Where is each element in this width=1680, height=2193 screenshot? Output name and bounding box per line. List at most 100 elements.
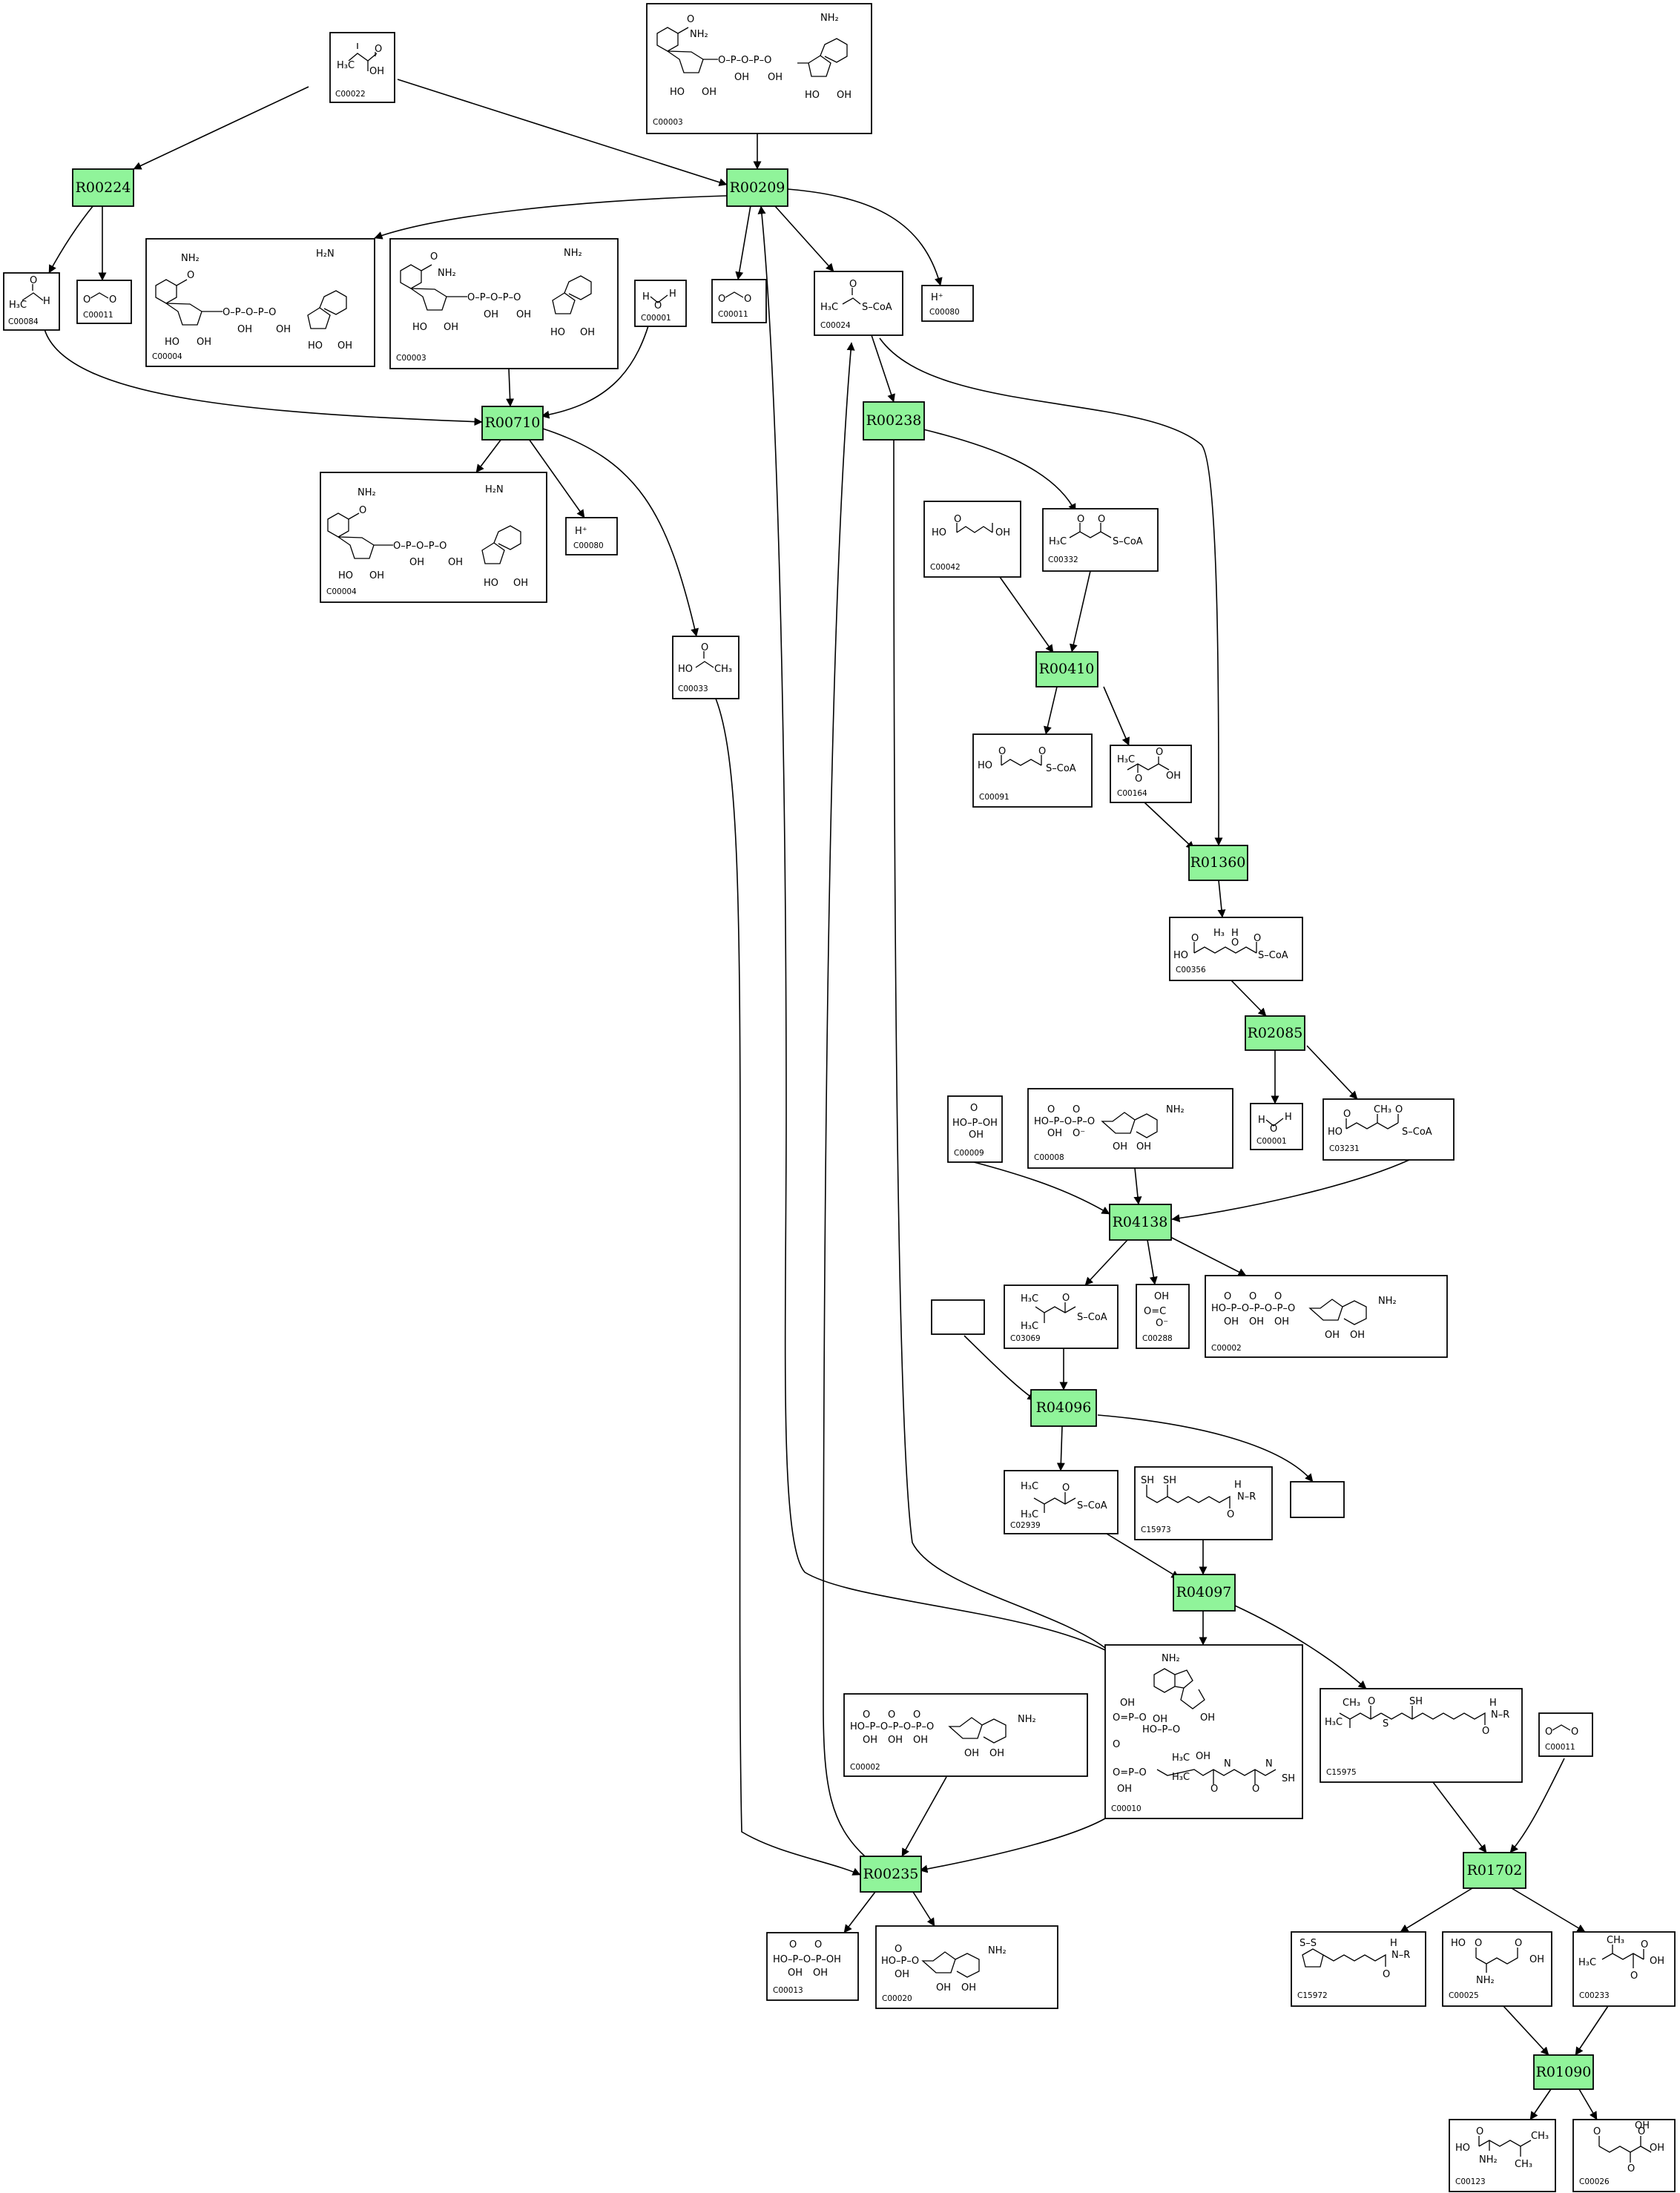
compound-c00080-b[interactable]: H⁺ C00080 — [565, 517, 618, 555]
compound-c00001-a[interactable]: H O H C00001 — [634, 280, 687, 327]
reaction-r04096[interactable]: R04096 — [1030, 1389, 1097, 1427]
compound-c00025[interactable]: HO O NH₂ O OH C00025 — [1442, 1931, 1552, 2007]
svg-text:OH: OH — [813, 1968, 828, 1979]
svg-text:O⁻: O⁻ — [1073, 1128, 1085, 1139]
compound-c00013[interactable]: O O HO–P–O–P–OH OH OH C00013 — [766, 1932, 859, 2001]
edge-c00025-r01090 — [1503, 2005, 1549, 2056]
compound-c00080-a[interactable]: H⁺ C00080 — [921, 285, 974, 322]
svg-text:NH₂: NH₂ — [564, 248, 582, 259]
compound-c00003-b[interactable]: O NH₂ HO OH O–P–O–P–O OH OH NH₂ HO OH C0… — [389, 238, 619, 369]
reaction-r01702[interactable]: R01702 — [1463, 1852, 1526, 1889]
reaction-r00410[interactable]: R00410 — [1035, 651, 1098, 687]
compound-c00008[interactable]: HO–P–O–P–O O O OH O⁻ NH₂ OH OH C00008 — [1027, 1088, 1233, 1169]
reaction-r01090[interactable]: R01090 — [1533, 2054, 1594, 2090]
compound-c03069[interactable]: H₃C H₃C O S–CoA C03069 — [1004, 1285, 1119, 1349]
svg-text:O: O — [998, 746, 1006, 757]
compound-c00123[interactable]: HO O NH₂ CH₃ CH₃ C00123 — [1449, 2119, 1556, 2192]
structure-water: H O H — [642, 288, 676, 311]
compound-label: C15973 — [1141, 1526, 1171, 1534]
reaction-r04138[interactable]: R04138 — [1109, 1204, 1172, 1241]
svg-text:OH: OH — [1120, 1698, 1135, 1709]
svg-text:NH₂: NH₂ — [438, 268, 456, 279]
reaction-label: R00710 — [485, 415, 541, 431]
compound-c00004-a[interactable]: NH₂ O HO OH O–P–O–P–O OH OH H₂N HO OH C0… — [145, 238, 375, 367]
svg-text:HO: HO — [550, 327, 565, 338]
svg-text:O: O — [1231, 937, 1239, 949]
compound-c00020[interactable]: HO–P–O O OH NH₂ OH OH C00020 — [875, 1925, 1058, 2009]
svg-text:SH: SH — [1282, 1773, 1295, 1784]
svg-text:OH: OH — [989, 1748, 1004, 1759]
svg-text:N–R: N–R — [1391, 1950, 1410, 1961]
reaction-r00209[interactable]: R00209 — [726, 168, 788, 207]
svg-text:H: H — [1489, 1698, 1497, 1709]
reaction-r00224[interactable]: R00224 — [72, 168, 134, 207]
edge-r04138-c00002 — [1170, 1236, 1247, 1276]
compound-c00004-b[interactable]: NH₂ O HO OH O–P–O–P–O OH OH H₂N HO OH C0… — [320, 472, 547, 603]
reaction-r00235[interactable]: R00235 — [860, 1856, 922, 1893]
reaction-r04097[interactable]: R04097 — [1173, 1574, 1236, 1612]
compound-c00024[interactable]: H₃C O S–CoA C00024 — [814, 271, 903, 336]
compound-c00026[interactable]: O OH O OH O C00026 — [1572, 2119, 1676, 2192]
reaction-r02085[interactable]: R02085 — [1245, 1015, 1305, 1051]
structure-proton: H⁺ — [575, 526, 587, 537]
edge-r01090-c00123 — [1529, 2088, 1552, 2120]
svg-text:N–R: N–R — [1491, 1709, 1509, 1721]
reaction-r01360[interactable]: R01360 — [1188, 845, 1248, 881]
svg-text:OH: OH — [276, 324, 291, 335]
svg-text:OH: OH — [1529, 1954, 1544, 1965]
svg-text:HO–P–O: HO–P–O — [1142, 1724, 1180, 1735]
svg-text:H₃: H₃ — [1213, 928, 1225, 939]
svg-text:OH: OH — [969, 1130, 984, 1141]
compound-c00011-c[interactable]: O O C00011 — [1538, 1712, 1593, 1757]
compound-c00356[interactable]: HO O H₃ H O O S–CoA C00356 — [1169, 917, 1303, 981]
compound-c15973[interactable]: SH SH O N–R H C15973 — [1134, 1466, 1273, 1540]
reaction-label: R04097 — [1176, 1584, 1232, 1600]
compound-c00001-b[interactable]: H O H C00001 — [1250, 1103, 1303, 1150]
svg-text:HO: HO — [308, 340, 323, 352]
compound-label: C00026 — [1579, 2177, 1610, 2186]
compound-unlabeled-a[interactable] — [931, 1299, 985, 1335]
compound-c00002-b[interactable]: HO–P–O–P–O–P–O O O O OH OH OH NH₂ OH OH … — [843, 1693, 1088, 1777]
svg-text:OH: OH — [444, 322, 458, 333]
structure-alpha-ketoglutarate: O OH O OH O — [1593, 2120, 1664, 2174]
compound-unlabeled-b[interactable] — [1290, 1481, 1345, 1518]
compound-label: C00356 — [1176, 966, 1206, 975]
compound-c00011-b[interactable]: O O C00011 — [711, 279, 767, 323]
structure-nadh: NH₂ O HO OH O–P–O–P–O OH OH H₂N HO OH — [155, 248, 352, 352]
edge-c00003b-r00710 — [506, 368, 515, 407]
compound-c00164[interactable]: H₃C O O OH C00164 — [1110, 745, 1192, 803]
svg-text:O: O — [913, 1709, 920, 1721]
compound-c00022[interactable]: H₃C OH O C00022 — [329, 32, 395, 103]
svg-text:HO: HO — [1451, 1938, 1466, 1949]
compound-c00033[interactable]: HO O CH₃ C00033 — [672, 636, 739, 699]
compound-c00010[interactable]: NH₂ OH O=P–O HO–P–O OH OH O O=P–O OH H₃C… — [1104, 1644, 1303, 1819]
compound-c00288[interactable]: OH O=C O⁻ C00288 — [1136, 1284, 1190, 1349]
compound-c00011-a[interactable]: O O C00011 — [76, 280, 132, 324]
reaction-r00710[interactable]: R00710 — [481, 406, 544, 441]
svg-text:OH: OH — [936, 1982, 951, 1994]
compound-c00084[interactable]: H₃C H O C00084 — [3, 272, 60, 331]
reaction-r00238[interactable]: R00238 — [863, 401, 925, 441]
svg-text:O–P–O–P–O: O–P–O–P–O — [467, 292, 521, 303]
compound-c00003-top[interactable]: O NH₂ HO OH O–P–O–P–O OH OH NH₂ HO OH C0… — [646, 3, 872, 134]
compound-c00002-a[interactable]: HO–P–O–P–O–P–O O O O OH OH OH NH₂ OH OH … — [1205, 1275, 1448, 1358]
reaction-layer: R00209 R00224 R00710 R00238 R00410 R0136… — [72, 168, 1594, 2090]
compound-c03231[interactable]: HO O CH₃ O S–CoA C03231 — [1322, 1098, 1455, 1161]
edge-layer — [44, 79, 1609, 2120]
edge-r04138-c00288 — [1147, 1239, 1158, 1285]
svg-text:NH₂: NH₂ — [820, 13, 839, 24]
compound-label: C00164 — [1117, 789, 1147, 798]
compound-c02939[interactable]: H₃C H₃C O S–CoA C02939 — [1004, 1470, 1119, 1534]
compound-c00332[interactable]: H₃C O O S–CoA C00332 — [1042, 508, 1159, 572]
compound-c00009[interactable]: O HO–P–OH OH C00009 — [947, 1095, 1003, 1163]
compound-c00042[interactable]: HO O OH C00042 — [923, 501, 1021, 578]
compound-c00091[interactable]: HO O O S–CoA C00091 — [972, 733, 1093, 808]
svg-text:OH: OH — [1200, 1712, 1215, 1724]
compound-c15972[interactable]: S–S O N–R H C15972 — [1291, 1931, 1426, 2007]
edge-c00033-r00235 — [715, 698, 861, 1876]
svg-text:HO: HO — [484, 578, 498, 589]
svg-text:OH: OH — [863, 1735, 877, 1746]
compound-c00233[interactable]: CH₃ H₃C O O OH C00233 — [1572, 1931, 1676, 2007]
compound-c15975[interactable]: CH₃ H₃C O S SH O N–R H C15975 — [1320, 1688, 1523, 1783]
svg-text:HO: HO — [670, 87, 685, 98]
